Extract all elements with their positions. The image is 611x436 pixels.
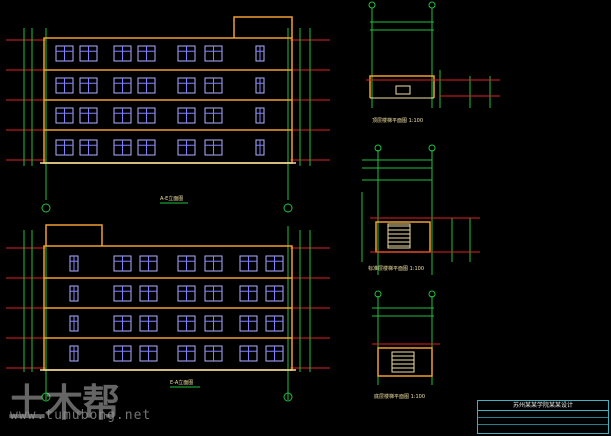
- svg-text:E-A立面图: E-A立面图: [170, 379, 193, 386]
- stair-plan-bottom: [372, 290, 440, 385]
- title-block-text: 苏州某某学院某某设计: [478, 401, 608, 411]
- stair-plan-top: [366, 1, 500, 108]
- watermark-url: www.tumubong.net: [10, 408, 152, 423]
- title-block-row: [478, 411, 608, 418]
- watermark-logo: 土木帮: [8, 381, 120, 425]
- stair-plan-mid: [361, 144, 480, 275]
- title-block-row: [478, 418, 608, 425]
- upper-windows: [55, 45, 265, 156]
- stair-plan-bottom-caption: 底层楼梯平面图 1:100: [374, 393, 425, 400]
- stair-plan-mid-caption: 标准层楼梯平面图 1:100: [368, 265, 424, 272]
- svg-text:A-E立面图: A-E立面图: [160, 195, 183, 202]
- stair-plan-top-caption: 顶层楼梯平面图 1:100: [372, 117, 423, 124]
- lower-windows: [69, 255, 284, 362]
- upper-elevation: A-E立面图: [6, 16, 330, 213]
- lower-elevation: E-A立面图: [6, 224, 330, 402]
- title-block: 苏州某某学院某某设计: [477, 400, 609, 434]
